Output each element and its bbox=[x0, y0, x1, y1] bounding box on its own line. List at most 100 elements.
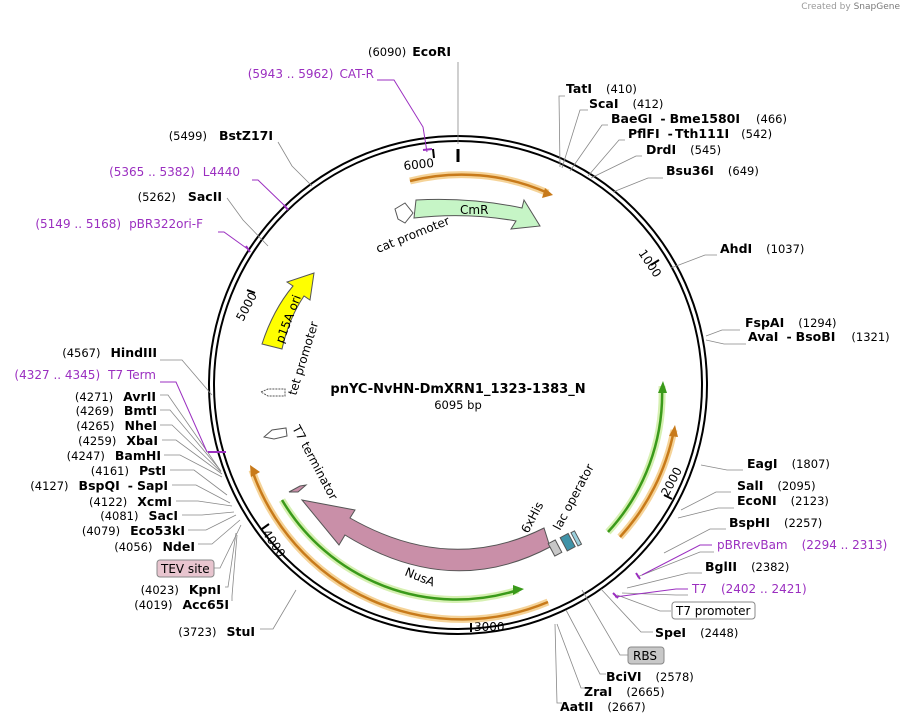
site-avrii-position: (4271) bbox=[75, 390, 113, 404]
cmr-orf-arrowhead bbox=[542, 188, 553, 198]
site-fspai-name: FspAI bbox=[745, 315, 784, 330]
site-psti: (4161) PstI bbox=[91, 463, 166, 478]
leader-psti bbox=[170, 469, 228, 496]
site-baegi-position: (466) bbox=[756, 112, 787, 126]
site-stui-name: StuI bbox=[226, 624, 255, 639]
primer-pbrrevbam-range: (2294 .. 2313) bbox=[802, 538, 888, 552]
site-bspqi: (4127)BspQI-SapI bbox=[30, 478, 168, 493]
leader-tev bbox=[214, 524, 242, 569]
site-ahdi-position: (1037) bbox=[766, 242, 804, 256]
site-bmti-name: BmtI bbox=[124, 403, 157, 418]
primer-mark-t7 bbox=[612, 592, 619, 599]
site-hindiii: (4567)HindIII bbox=[62, 345, 157, 360]
site-bglii-position: (2382) bbox=[751, 560, 789, 574]
site-spei-name: SpeI bbox=[655, 625, 686, 640]
leader-aatii bbox=[554, 623, 562, 704]
primer-t7term-name: T7 Term bbox=[107, 368, 156, 382]
leader-t7-promoter bbox=[616, 594, 671, 612]
tick-3000: 3000 bbox=[470, 620, 505, 634]
site-bmti-position: (4269) bbox=[76, 404, 114, 418]
site-bamhi: (4247)BamHI bbox=[67, 448, 161, 463]
site-saci1-name: SacI bbox=[149, 508, 179, 523]
site-bspqi-position: (4127) bbox=[30, 479, 68, 493]
leader-primer-catr bbox=[377, 79, 428, 153]
leader-xcmi bbox=[176, 500, 233, 507]
primer-pbrrevbam: pBRrevBam(2294 .. 2313) bbox=[717, 538, 887, 552]
orf-bottom-green-arrowhead bbox=[513, 585, 524, 595]
site-aatii-name: AatII bbox=[560, 699, 593, 714]
cat-promoter-label: cat promoter bbox=[374, 213, 452, 255]
primer-l4440-name: L4440 bbox=[203, 165, 240, 179]
credit-prefix: Created by bbox=[801, 2, 851, 12]
lac-operator-block bbox=[559, 532, 576, 552]
p15a-ori-arrow bbox=[261, 272, 315, 350]
primer-catr: (5943 .. 5962)CAT-R bbox=[248, 67, 374, 81]
leader-primer-t7 bbox=[614, 588, 688, 598]
site-bstz17i-position: (5499) bbox=[169, 129, 207, 143]
site-avai-sep: - bbox=[786, 329, 791, 344]
site-tati-name: TatI bbox=[566, 81, 592, 96]
site-psti-name: PstI bbox=[139, 463, 166, 478]
primer-t7-range: (2402 .. 2421) bbox=[721, 582, 807, 596]
site-kpni-position: (4023) bbox=[141, 583, 179, 597]
site-acc65i-position: (4019) bbox=[134, 598, 172, 612]
leader-bspqi bbox=[172, 484, 231, 504]
site-zrai-position: (2665) bbox=[626, 685, 664, 699]
site-psti-position: (4161) bbox=[91, 464, 129, 478]
site-eagi-position: (1807) bbox=[792, 457, 830, 471]
site-bsphi-name: BspHI bbox=[729, 515, 770, 530]
leader-bglii bbox=[626, 572, 702, 589]
leader-eco53ki bbox=[188, 514, 237, 531]
plasmid-size: 6095 bp bbox=[434, 398, 482, 412]
site-bamhi-name: BamHI bbox=[115, 448, 161, 463]
primer-pbr322-range: (5149 .. 5168) bbox=[35, 217, 121, 231]
primer-mark-pbr322 bbox=[245, 245, 251, 253]
site-kpni-name: KpnI bbox=[189, 582, 221, 597]
site-saci1: (4081)SacI bbox=[100, 508, 178, 523]
site-nhei-name: NheI bbox=[125, 418, 158, 433]
site-bspqi-name: BspQI bbox=[79, 478, 120, 493]
orf-right-orange bbox=[619, 429, 676, 538]
site-scai-position: (412) bbox=[633, 97, 664, 111]
site-avai-position: (1321) bbox=[851, 330, 889, 344]
lac-operator-label: lac operator bbox=[550, 462, 597, 533]
tick-6000: 6000 bbox=[403, 148, 435, 173]
site-xbai-position: (4259) bbox=[78, 434, 116, 448]
site-econi-position: (2123) bbox=[791, 494, 829, 508]
svg-text:6000: 6000 bbox=[403, 156, 435, 173]
t7-terminator-arrow bbox=[262, 427, 288, 440]
site-zrai-name: ZraI bbox=[584, 684, 612, 699]
t7-promoter-box-label: T7 promoter bbox=[675, 604, 751, 618]
leader-pbrrevbam bbox=[636, 551, 714, 578]
site-acc65i: (4019)Acc65I bbox=[134, 597, 229, 612]
primer-marks bbox=[208, 148, 641, 599]
orf-right-green-glow bbox=[605, 385, 666, 535]
leader-stui bbox=[260, 589, 297, 630]
orf-right-green bbox=[607, 385, 664, 533]
leader-bstz17i bbox=[277, 141, 313, 187]
cmr-orf-arc bbox=[409, 173, 549, 195]
site-hindiii-name: HindIII bbox=[110, 345, 157, 360]
site-ndei-position: (4056) bbox=[114, 540, 152, 554]
site-sacii: (5262)SacII bbox=[138, 189, 222, 204]
leader-xbai bbox=[162, 439, 223, 475]
svg-text:3000: 3000 bbox=[474, 620, 505, 634]
tet-promoter-arrow bbox=[259, 388, 286, 397]
leader-primer-t7term bbox=[160, 381, 208, 453]
rbs-box-label: RBS bbox=[633, 649, 657, 663]
primer-mark-catr bbox=[422, 148, 433, 151]
site-sali-position: (2095) bbox=[777, 479, 815, 493]
site-ecori-name: EcoRI bbox=[412, 44, 451, 59]
cat-promoter-arrow bbox=[394, 202, 414, 224]
orf-bottom-green bbox=[280, 499, 519, 601]
leader-bsu36i bbox=[612, 177, 663, 193]
site-sali: SalI(2095) bbox=[737, 478, 816, 493]
site-avai-name: AvaI bbox=[748, 329, 778, 344]
site-xcmi-name: XcmI bbox=[137, 494, 172, 509]
site-bcivi-name: BciVI bbox=[606, 669, 642, 684]
rbs-block bbox=[570, 530, 583, 547]
site-xbai: (4259)XbaI bbox=[78, 433, 158, 448]
leader-spei bbox=[600, 588, 653, 633]
site-drdi: DrdI(545) bbox=[646, 142, 721, 157]
rbs-box: RBS bbox=[627, 646, 665, 665]
